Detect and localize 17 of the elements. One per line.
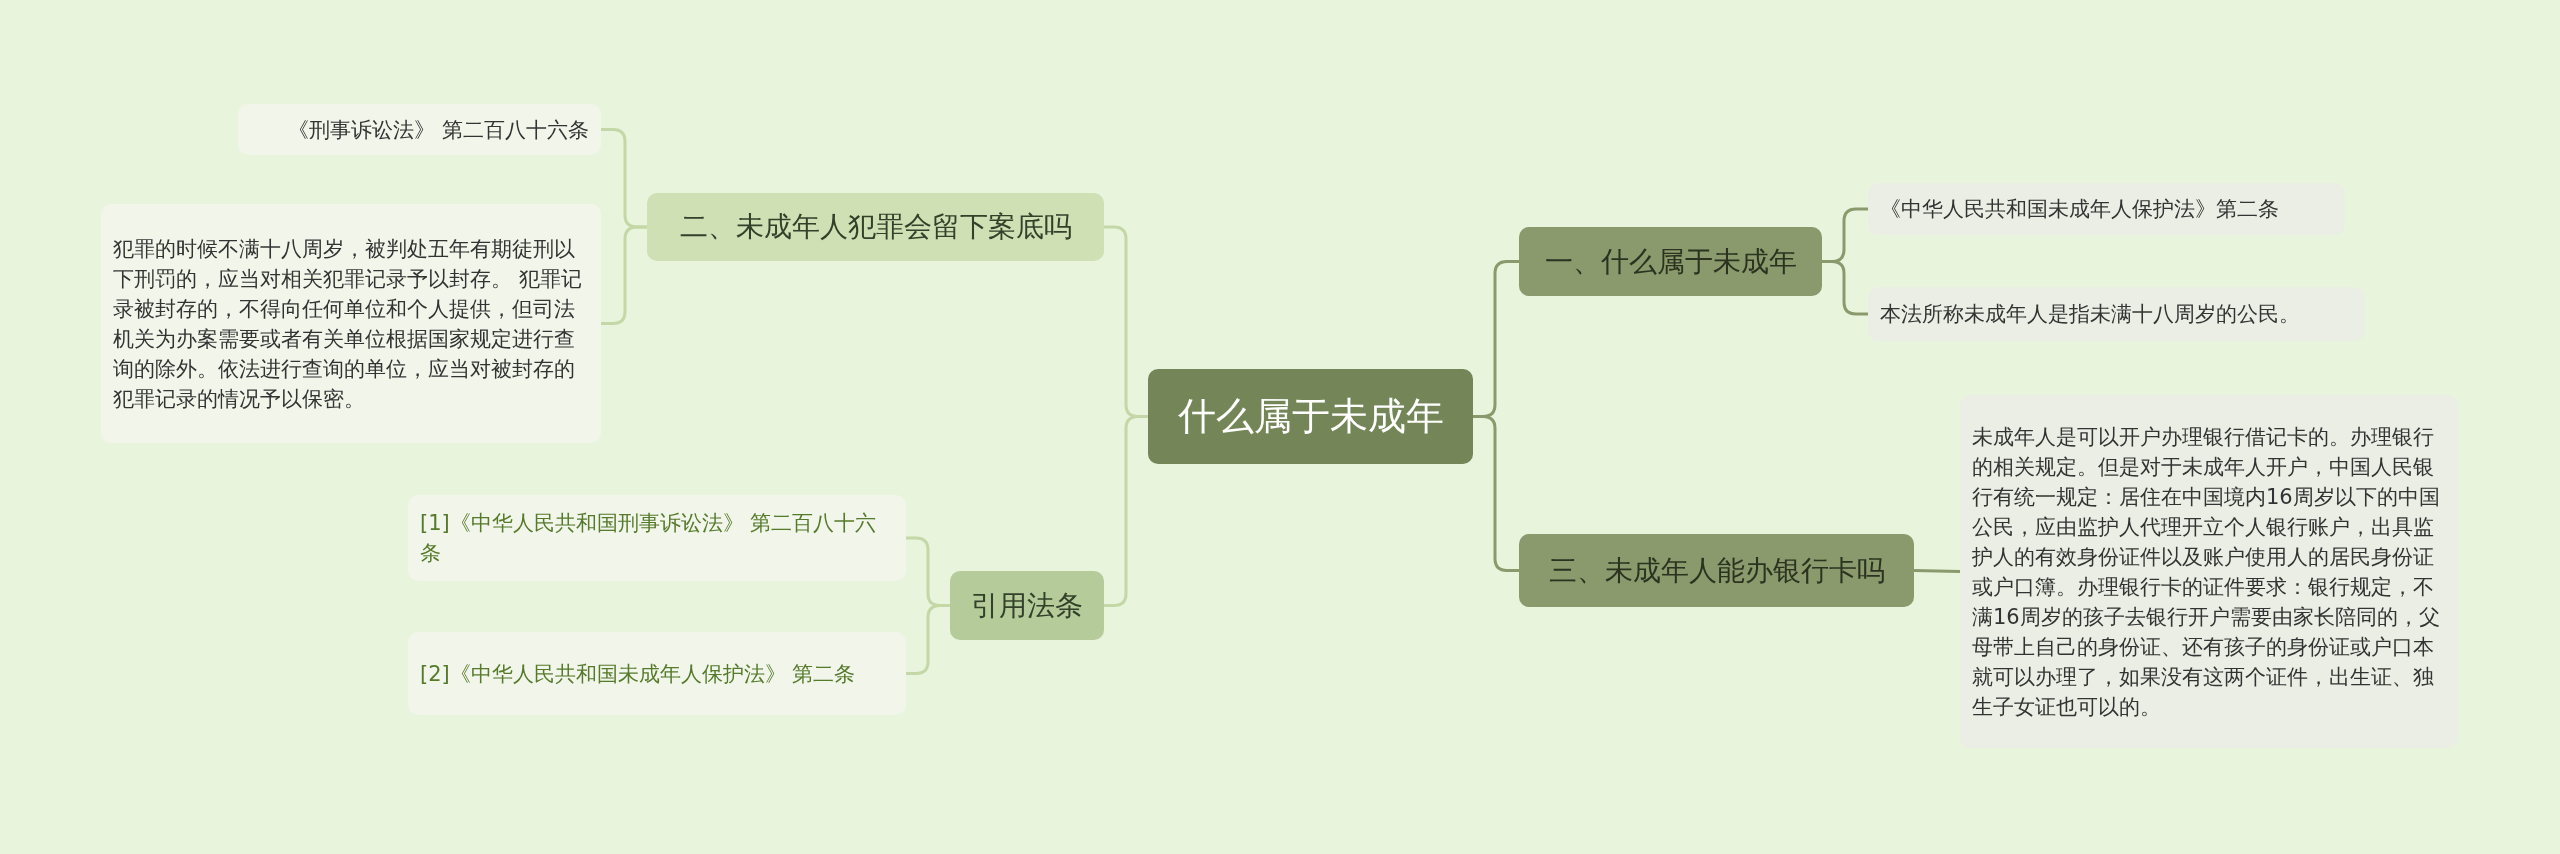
topic-box: 二、未成年人犯罪会留下案底吗 [647,193,1104,261]
note-box: 未成年人是可以开户办理银行借记卡的。办理银行的相关规定。但是对于未成年人开户，中国人民银行有统一规定：居住在中国境内16周岁以下的中国公民，应由监护人代理开立个人银行账户，出具监护人的有效身份证件以及账户使用人的居民身份证或户口簿。办理银行卡的证件要求：银行规定，不满16周岁的孩子去银行开户需要由家长陪同的，父母带上自己的身份证、还有孩子的身份证或户口本就可以办理了，如果没有这两个证件，出生证、独生子女证也可以的。 [1960,395,2458,748]
note-box: 本法所称未成年人是指未满十八周岁的公民。 [1868,287,2365,341]
reference-box: [2]《中华人民共和国未成年人保护法》 第二条 [408,632,906,715]
connector-line [1913,569,1961,573]
connector-line [906,604,950,675]
connector-line [601,225,647,325]
note-box: 《中华人民共和国未成年人保护法》第二条 [1868,183,2345,235]
connector-line [1473,415,1519,572]
central-topic-box: 什么属于未成年 [1148,369,1473,464]
topic-box: 一、什么属于未成年 [1519,227,1822,296]
connector-line [1104,415,1148,607]
topic-box: 三、未成年人能办银行卡吗 [1519,534,1914,607]
reference-box: [1]《中华人民共和国刑事诉讼法》 第二百八十六条 [408,495,906,581]
topic-box: 引用法条 [950,571,1104,640]
note-box: 《刑事诉讼法》 第二百八十六条 [238,104,601,155]
note-box: 犯罪的时候不满十八周岁，被判处五年有期徒刑以下刑罚的，应当对相关犯罪记录予以封存。 犯罪记录被封存的，不得向任何单位和个人提供，但司法机关为办案需要或者有关单位根据国家规定进行查询的除外。依法进行查询的单位，应当对被封存的犯罪记录的情况予以保密。 [101,204,601,443]
